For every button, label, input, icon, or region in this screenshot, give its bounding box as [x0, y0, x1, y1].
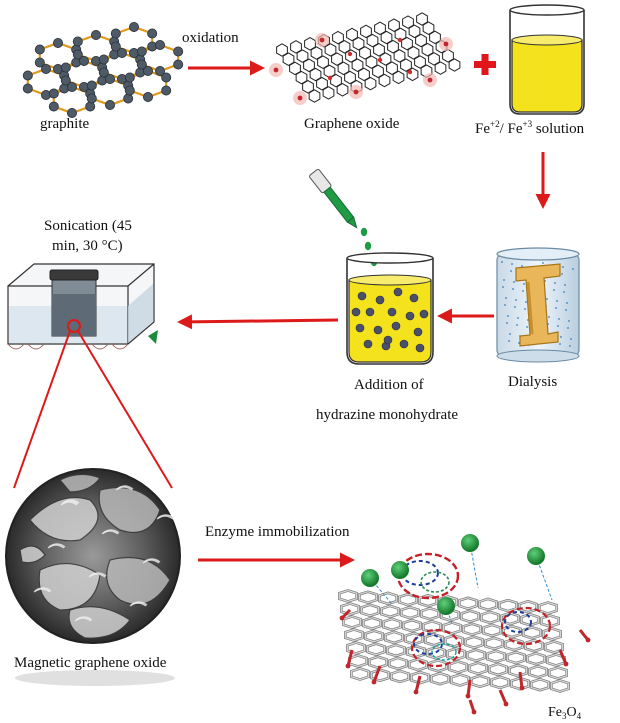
label-sonication-line2: min, 30 °C): [52, 238, 123, 254]
sem-image-icon: [5, 468, 181, 686]
sonicator-icon: [7, 263, 158, 350]
fe3o4-3: 3: [562, 711, 567, 721]
graphite-lattice-icon: [22, 21, 184, 119]
dropper-icon: [309, 168, 358, 229]
fe-charge-3: +3: [523, 119, 533, 129]
label-magnetic-graphene-oxide: Magnetic graphene oxide: [14, 655, 167, 671]
fe3o4-4: 4: [577, 711, 582, 721]
fe-separator: / Fe: [500, 121, 523, 137]
label-enzyme-immobilization: Enzyme immobilization: [205, 524, 350, 540]
label-dialysis: Dialysis: [508, 374, 557, 390]
label-oxidation: oxidation: [182, 30, 239, 46]
label-fe3o4: Fe3O4: [548, 705, 582, 721]
to-sonication-arrow: [177, 314, 339, 330]
fe3o4-fe: Fe: [548, 705, 562, 720]
enzyme-graphene-icon: [338, 534, 591, 715]
label-graphite: graphite: [40, 116, 89, 132]
plus-icon: [474, 54, 496, 75]
label-addition-line1: Addition of: [354, 377, 424, 393]
label-graphene-oxide: Graphene oxide: [304, 116, 400, 132]
fe3o4-o: O: [567, 705, 577, 720]
label-sonication-line1: Sonication (45: [44, 218, 132, 234]
graphene-oxide-sheet-icon: [269, 12, 461, 105]
solution-word: solution: [532, 121, 585, 137]
dialysis-bag-icon: [496, 247, 580, 363]
label-addition-line2: hydrazine monohydrate: [316, 407, 458, 423]
fe-solution-beaker-icon: [509, 4, 585, 115]
fe-symbol: Fe: [475, 121, 490, 137]
hydrazine-beaker-icon: [346, 252, 434, 365]
label-fe-solution: Fe+2/ Fe+3 solution: [475, 119, 585, 137]
fe-charge-2: +2: [490, 119, 500, 129]
zoom-lines: [13, 330, 173, 489]
